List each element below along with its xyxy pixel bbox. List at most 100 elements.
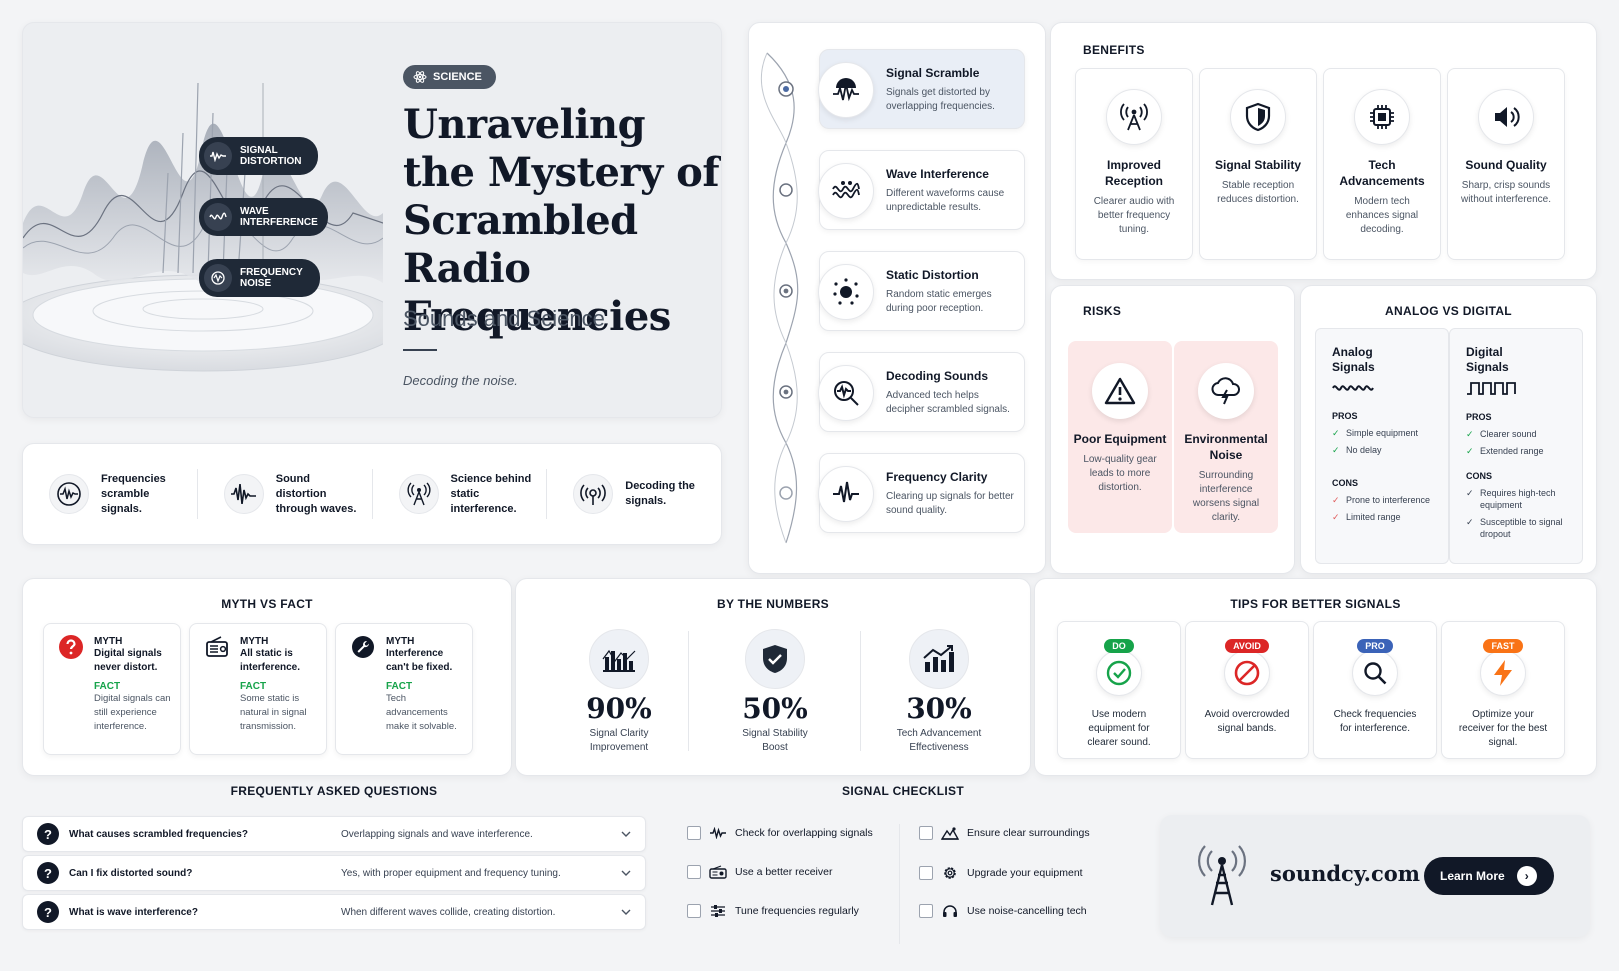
tip-card: FAST Optimize your receiver for the best…: [1441, 621, 1565, 759]
trend-up-icon: [909, 629, 969, 689]
pro-badge: PRO: [1357, 639, 1393, 653]
myth-card: MYTH All static is interference. FACT So…: [189, 623, 327, 755]
benefit-item: Sound Quality Sharp, crisp sounds withou…: [1447, 68, 1565, 260]
benefit-item: Signal Stability Stable reception reduce…: [1199, 68, 1317, 260]
faq-title: FREQUENTLY ASKED QUESTIONS: [230, 784, 438, 798]
waveform-circle-icon: [49, 474, 89, 514]
interference-icon: [818, 163, 874, 219]
timeline-card: Signal Scramble Signals get distorted by…: [748, 22, 1046, 574]
divider: [688, 631, 689, 751]
divider: [860, 631, 861, 751]
checklist-item[interactable]: Ensure clear surroundings: [919, 826, 1090, 840]
question-mark-icon: ?: [37, 862, 59, 884]
question-mark-icon: ?: [37, 823, 59, 845]
checklist-item[interactable]: Check for overlapping signals: [687, 826, 873, 840]
radio-tower-icon: [398, 474, 439, 514]
checkbox[interactable]: [687, 865, 701, 879]
atom-icon: [413, 70, 427, 84]
shield-icon: [1230, 89, 1286, 145]
fast-badge: FAST: [1483, 639, 1523, 653]
myth-vs-fact-card: MYTH VS FACT MYTH Digital signals never …: [22, 578, 512, 776]
signal-wave-icon: [709, 827, 727, 839]
question-mark-icon: ?: [37, 901, 59, 923]
analog-vs-digital-card: ANALOG VS DIGITAL Analog Signals PROS Si…: [1300, 285, 1597, 574]
page-title: Unraveling the Mystery of Scrambled Radi…: [403, 101, 720, 340]
chevron-down-icon[interactable]: [621, 870, 635, 876]
by-the-numbers-title: BY THE NUMBERS: [717, 597, 829, 611]
feature-item: Decoding the signals.: [547, 469, 721, 519]
tip-card: AVOID Avoid overcrowded signal bands.: [1185, 621, 1309, 759]
bar-wave-icon: [589, 629, 649, 689]
chip-icon: [1354, 89, 1410, 145]
checklist-item[interactable]: Use a better receiver: [687, 865, 832, 879]
benefits-title: BENEFITS: [1083, 43, 1145, 57]
checklist-item[interactable]: Tune frequencies regularly: [687, 904, 859, 918]
magnifier-icon: [1352, 650, 1398, 696]
checkbox[interactable]: [919, 826, 933, 840]
checklist-title: SIGNAL CHECKLIST: [842, 784, 964, 798]
by-the-numbers-card: BY THE NUMBERS 90% Signal Clarity Improv…: [515, 578, 1031, 776]
speaker-icon: [1478, 89, 1534, 145]
ban-icon: [1224, 650, 1270, 696]
feature-strip: Frequencies scramble signals. Sound dist…: [22, 443, 722, 545]
myth-card: MYTH Interference can't be fixed. FACT T…: [335, 623, 473, 755]
checklist-item[interactable]: Upgrade your equipment: [919, 865, 1083, 881]
faq-item[interactable]: ? What causes scrambled frequencies? Ove…: [22, 816, 646, 852]
faq-item[interactable]: ? Can I fix distorted sound? Yes, with p…: [22, 855, 646, 891]
analog-vs-digital-title: ANALOG VS DIGITAL: [1385, 304, 1512, 318]
check-circle-icon: [1096, 650, 1142, 696]
waves-icon: [204, 203, 232, 231]
benefit-item: Improved Reception Clearer audio with be…: [1075, 68, 1193, 260]
storm-cloud-icon: [1198, 363, 1254, 419]
risks-card: RISKS Poor Equipment Low-quality gear le…: [1050, 285, 1295, 574]
divider: [403, 349, 437, 351]
checklist-item[interactable]: Use noise-cancelling tech: [919, 904, 1087, 918]
checkbox[interactable]: [687, 904, 701, 918]
stat-item: 30% Tech Advancement Effectiveness: [864, 629, 1014, 755]
timeline-connector: [761, 52, 799, 544]
lightning-icon: [1480, 650, 1526, 696]
risk-item: Environmental Noise Surrounding interfer…: [1174, 341, 1278, 533]
headphones-icon: [941, 904, 959, 918]
distorted-signal-icon: [818, 62, 874, 118]
receiver-icon: [709, 865, 727, 879]
signal-checklist-section: SIGNAL CHECKLIST Check for overlapping s…: [667, 784, 1139, 954]
analog-column: Analog Signals PROS Simple equipment No …: [1315, 328, 1449, 564]
faq-item[interactable]: ? What is wave interference? When differ…: [22, 894, 646, 930]
sliders-icon: [709, 904, 727, 918]
checkbox[interactable]: [687, 826, 701, 840]
chevron-down-icon[interactable]: [621, 831, 635, 837]
risk-item: Poor Equipment Low-quality gear leads to…: [1068, 341, 1172, 533]
checkbox[interactable]: [919, 866, 933, 880]
sine-wave-icon: [1332, 382, 1380, 394]
myth-vs-fact-title: MYTH VS FACT: [221, 597, 313, 611]
wrench-icon: [350, 634, 376, 660]
static-icon: [818, 264, 874, 320]
chevron-down-icon[interactable]: [621, 909, 635, 915]
learn-more-button[interactable]: Learn More ›: [1424, 857, 1554, 895]
arrow-right-icon: ›: [1516, 866, 1537, 886]
timeline-item-wave-interference: Wave Interference Different waveforms ca…: [818, 150, 1025, 230]
antenna-icon: [1106, 89, 1162, 145]
decode-icon: [818, 365, 874, 421]
wave-interference-badge: WAVE INTERFERENCE: [199, 198, 328, 236]
square-wave-icon: [1466, 381, 1522, 395]
feature-item: Frequencies scramble signals.: [23, 469, 198, 519]
signal-distortion-badge: SIGNAL DISTORTION: [199, 137, 318, 175]
stat-item: 50% Signal Stability Boost: [700, 629, 850, 755]
tips-title: TIPS FOR BETTER SIGNALS: [1230, 597, 1401, 611]
do-badge: DO: [1104, 639, 1134, 653]
timeline-item-frequency-clarity: Frequency Clarity Clearing up signals fo…: [818, 453, 1025, 533]
clarity-icon: [818, 466, 874, 522]
timeline-item-decoding-sounds: Decoding Sounds Advanced tech helps deci…: [818, 352, 1025, 432]
checkbox[interactable]: [919, 904, 933, 918]
shield-check-icon: [745, 629, 805, 689]
divider: [899, 824, 900, 944]
tips-card: TIPS FOR BETTER SIGNALS DO Use modern eq…: [1034, 578, 1597, 776]
hero-card: SIGNAL DISTORTION WAVE INTERFERENCE FREQ…: [22, 22, 722, 418]
page-subtitle: Sounds and Science: [403, 306, 605, 331]
feature-item: Sound distortion through waves.: [198, 469, 373, 519]
tip-card: DO Use modern equipment for clearer soun…: [1057, 621, 1181, 759]
sound-wave-icon: [223, 474, 264, 514]
gear-icon: [941, 865, 959, 881]
